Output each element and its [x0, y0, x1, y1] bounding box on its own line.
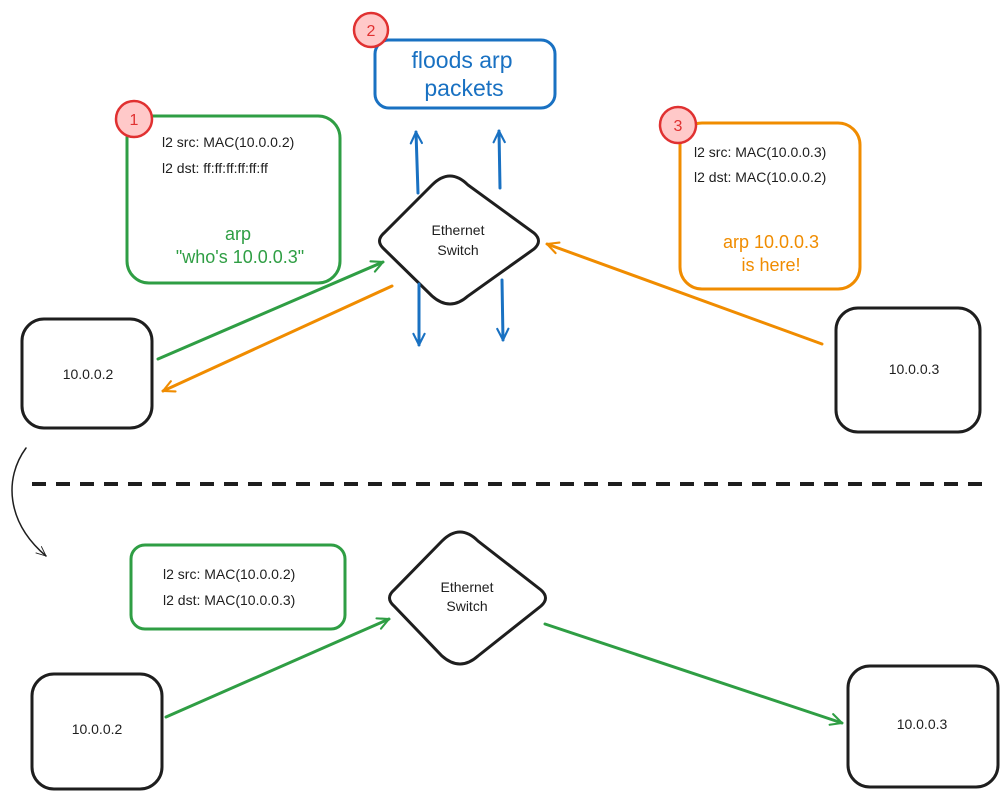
bottom-host-left: 10.0.0.2 — [30, 672, 164, 791]
unicast-l2-dst: l2 dst: MAC(10.0.0.3) — [163, 592, 295, 608]
flood-arrow-up-left — [409, 130, 424, 195]
flood-arrow-down-right — [496, 278, 510, 342]
top-switch-label-line1: Ethernet — [432, 222, 485, 238]
request-msg-line2: "who's 10.0.0.3" — [176, 247, 304, 267]
step-badge-1: 1 — [114, 99, 154, 139]
flood-note: floods arp packets — [373, 38, 557, 110]
reply-l2-dst: l2 dst: MAC(10.0.0.2) — [694, 169, 826, 185]
request-l2-src: l2 src: MAC(10.0.0.2) — [162, 134, 294, 150]
flood-arrow-up-right — [492, 129, 506, 190]
unicast-l2-src: l2 src: MAC(10.0.0.2) — [163, 566, 295, 582]
flood-note-line1: floods arp — [411, 47, 512, 73]
top-host-left-label: 10.0.0.2 — [63, 366, 114, 382]
bottom-host-right-label: 10.0.0.3 — [897, 716, 948, 732]
top-host-right: 10.0.0.3 — [834, 306, 982, 434]
reply-l2-src: l2 src: MAC(10.0.0.3) — [694, 144, 826, 160]
top-switch-label-line2: Switch — [437, 242, 478, 258]
flood-note-line2: packets — [424, 75, 503, 101]
bottom-switch-label-line2: Switch — [446, 598, 487, 614]
bottom-host-left-label: 10.0.0.2 — [72, 721, 123, 737]
bottom-ethernet-switch: Ethernet Switch — [388, 530, 547, 666]
step-badge-3: 3 — [658, 105, 698, 145]
arp-reply-frame: l2 src: MAC(10.0.0.3) l2 dst: MAC(10.0.0… — [678, 121, 862, 291]
reply-msg-line2: is here! — [741, 255, 800, 275]
svg-text:2: 2 — [367, 23, 376, 40]
arp-reply-arrow-to-host — [161, 284, 394, 393]
svg-text:1: 1 — [130, 112, 139, 129]
arp-request-arrow — [156, 260, 385, 361]
flood-arrows — [409, 129, 510, 347]
top-ethernet-switch: Ethernet Switch — [378, 174, 540, 306]
step-badge-2: 2 — [352, 11, 390, 49]
unicast-arrow-to-switch — [164, 617, 391, 719]
svg-text:3: 3 — [674, 118, 683, 135]
unicast-arrow-to-host — [543, 622, 844, 726]
unicast-frame: l2 src: MAC(10.0.0.2) l2 dst: MAC(10.0.0… — [129, 543, 347, 631]
arp-reply-arrow-to-switch — [545, 241, 824, 346]
bottom-host-right: 10.0.0.3 — [846, 664, 1000, 789]
transition-arrow — [11, 447, 47, 557]
bottom-switch-label-line1: Ethernet — [441, 579, 494, 595]
top-host-right-label: 10.0.0.3 — [889, 361, 940, 377]
top-host-left: 10.0.0.2 — [20, 317, 154, 430]
reply-msg-line1: arp 10.0.0.3 — [723, 232, 819, 252]
arp-request-frame: l2 src: MAC(10.0.0.2) l2 dst: ff:ff:ff:f… — [125, 114, 342, 285]
request-msg-line1: arp — [225, 224, 251, 244]
request-l2-dst: l2 dst: ff:ff:ff:ff:ff:ff — [162, 160, 268, 176]
